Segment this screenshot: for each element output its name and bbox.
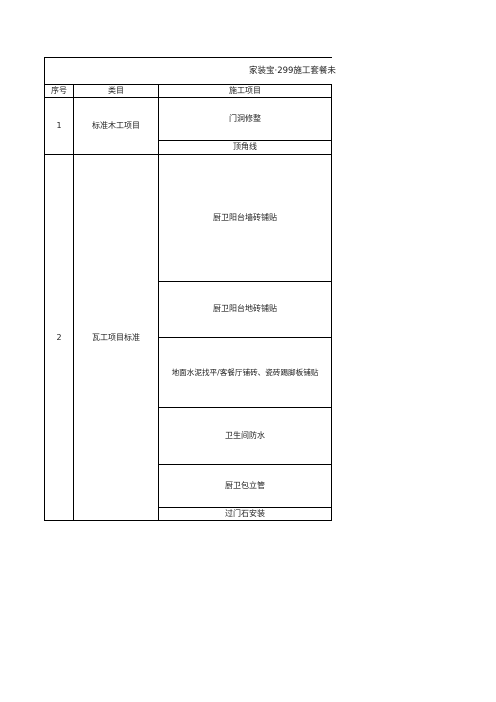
item-divider-2	[158, 281, 332, 282]
item-divider-6	[158, 507, 332, 508]
row-1-item-2: 顶角线	[233, 142, 257, 151]
row-2-item-4: 卫生间防水	[225, 431, 265, 440]
table-border-left	[44, 57, 45, 521]
table-title: 家装宝·299施工套餐未	[249, 66, 336, 76]
table-border-top	[44, 57, 332, 58]
item-divider-1	[158, 140, 332, 141]
row-2-item-5: 厨卫包立管	[225, 481, 265, 490]
item-divider-4	[158, 407, 332, 408]
header-seq: 序号	[51, 86, 67, 95]
item-divider-5	[158, 464, 332, 465]
row-2-item-2: 厨卫阳台地砖铺贴	[213, 304, 277, 313]
header-item: 施工项目	[229, 86, 261, 95]
row-2-seq: 2	[56, 333, 62, 342]
header-row-bottom	[44, 97, 332, 98]
header-category: 类目	[108, 86, 124, 95]
row-2-item-1: 厨卫阳台墙砖铺贴	[213, 213, 277, 222]
row-2-item-6: 过门石安装	[225, 509, 265, 518]
row-1-item-1: 门洞修整	[229, 114, 261, 123]
row-2-item-3: 地面水泥找平/客餐厅铺砖、瓷砖踢脚板铺贴	[171, 368, 319, 377]
table-border-bottom	[44, 520, 332, 521]
column-divider-right	[331, 84, 332, 521]
title-cell: 家装宝·299施工套餐未	[45, 58, 336, 84]
column-divider-seq	[73, 84, 74, 521]
row-1-seq: 1	[56, 121, 62, 130]
item-divider-3	[158, 337, 332, 338]
title-row-bottom	[44, 84, 332, 85]
row-2-category: 瓦工项目标准	[92, 333, 140, 342]
row-1-bottom	[44, 154, 332, 155]
column-divider-category	[158, 84, 159, 521]
row-1-category: 标准木工项目	[92, 121, 140, 130]
